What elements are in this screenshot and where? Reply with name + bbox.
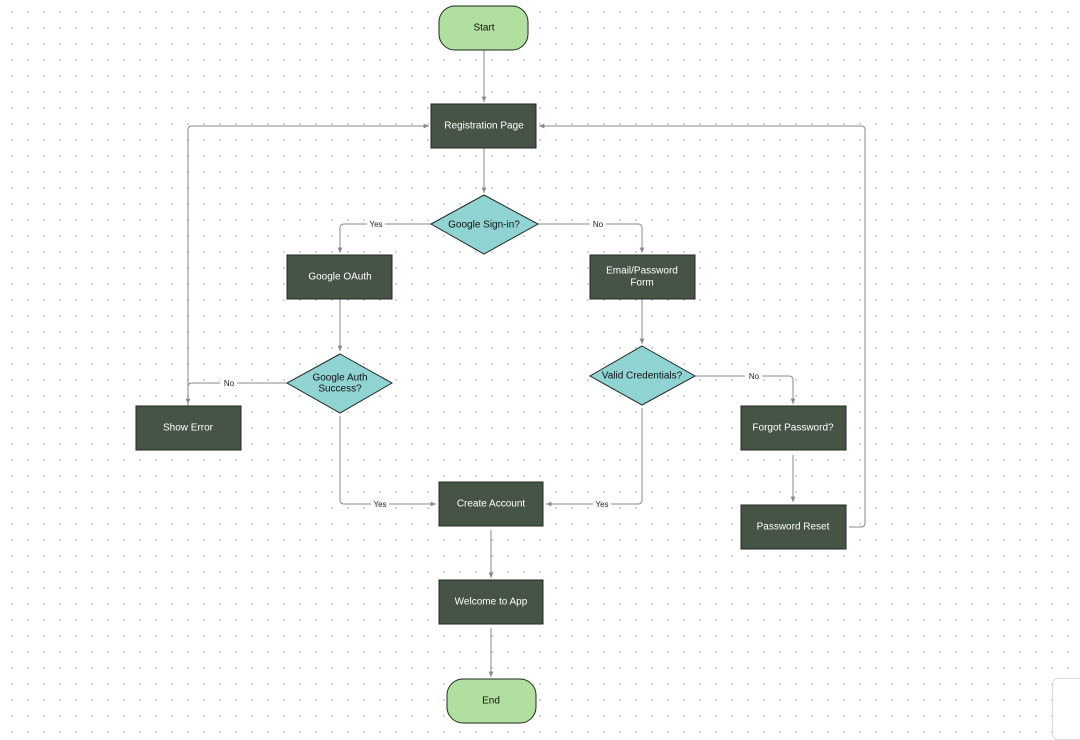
node-google-auth-success-label-line2: Success? xyxy=(318,384,362,395)
node-show-error[interactable]: Show Error xyxy=(135,405,242,451)
canvas-controls-panel[interactable] xyxy=(1052,678,1080,740)
node-create-account[interactable]: Create Account xyxy=(438,481,544,527)
node-valid-credentials-label: Valid Credentials? xyxy=(602,371,683,382)
node-registration-page[interactable]: Registration Page xyxy=(430,103,537,149)
edge-label-cred-no: No xyxy=(749,372,760,381)
node-password-reset[interactable]: Password Reset xyxy=(740,504,847,550)
node-email-password-form-label-line2: Form xyxy=(630,278,653,289)
edge-label-cred-yes: Yes xyxy=(595,500,608,509)
edge-cred-yes-to-create-account xyxy=(546,408,643,507)
edge-password-reset-to-registration xyxy=(539,123,866,528)
node-google-oauth-label: Google OAuth xyxy=(308,272,371,283)
edge-show-error-to-registration xyxy=(187,123,429,406)
node-welcome-to-app[interactable]: Welcome to App xyxy=(438,579,544,625)
node-forgot-password-label: Forgot Password? xyxy=(752,423,834,434)
node-password-reset-label: Password Reset xyxy=(757,522,830,533)
node-start-label: Start xyxy=(473,23,494,34)
node-show-error-label: Show Error xyxy=(163,423,214,434)
edge-signin-no-to-form xyxy=(538,223,645,253)
edge-labels: Yes No No Yes No Yes xyxy=(220,219,762,510)
node-google-signin-decision[interactable]: Google Sign-in? xyxy=(429,194,540,255)
edge-cred-no-to-forgot-password xyxy=(695,375,796,404)
node-email-password-form-label-line1: Email/Password xyxy=(606,266,678,277)
edge-auth-no-to-show-error xyxy=(185,382,287,404)
node-google-oauth[interactable]: Google OAuth xyxy=(286,254,393,300)
node-valid-credentials-decision[interactable]: Valid Credentials? xyxy=(588,345,697,406)
edge-label-auth-yes: Yes xyxy=(373,500,386,509)
node-start[interactable]: Start xyxy=(438,5,529,51)
node-create-account-label: Create Account xyxy=(457,499,526,510)
edge-label-signin-no: No xyxy=(593,220,604,229)
node-email-password-form[interactable]: Email/Password Form xyxy=(589,254,696,300)
node-google-signin-label: Google Sign-in? xyxy=(448,220,520,231)
node-end-label: End xyxy=(482,696,500,707)
node-google-auth-success-label-line1: Google Auth xyxy=(312,373,367,384)
edge-label-auth-no: No xyxy=(224,379,235,388)
node-registration-page-label: Registration Page xyxy=(444,121,524,132)
node-welcome-to-app-label: Welcome to App xyxy=(455,597,528,608)
edge-label-signin-yes: Yes xyxy=(369,220,382,229)
edges xyxy=(185,50,866,677)
node-end[interactable]: End xyxy=(446,678,537,724)
node-google-auth-success-decision[interactable]: Google Auth Success? xyxy=(285,353,394,414)
edge-signin-yes-to-oauth xyxy=(337,223,431,253)
node-forgot-password[interactable]: Forgot Password? xyxy=(740,405,847,451)
edge-auth-yes-to-create-account xyxy=(339,416,436,507)
